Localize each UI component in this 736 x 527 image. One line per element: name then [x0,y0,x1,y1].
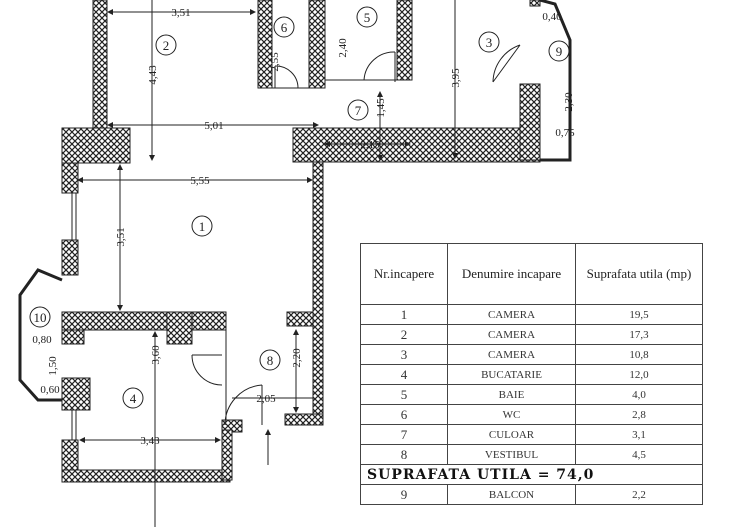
dim-label: 2,55 [269,52,281,72]
dim-label: 3,51 [115,227,127,246]
cell-nr: 8 [360,444,448,465]
cell-nr: 7 [360,424,448,445]
cell-nr: 1 [360,304,448,325]
room-number-1: 1 [199,219,206,234]
cell-area: 10,8 [575,344,703,365]
cell-area: 17,3 [575,324,703,345]
header-area: Suprafata utila (mp) [575,243,703,305]
dim-label: 0,60 [40,384,60,396]
thin-lines [18,0,572,440]
dim-label: 5,55 [190,175,210,187]
dim-label: 2,20 [291,348,303,368]
cell-nr: 6 [360,404,448,425]
cell-name: VESTIBUL [447,444,576,465]
room-number-7: 7 [355,103,362,118]
cell-area: 4,0 [575,384,703,405]
dim-label: 0,80 [32,334,52,346]
header-room-number: Nr.incapere [360,243,448,305]
dim-label: 0,40 [542,11,562,23]
room-labels [29,6,570,409]
cell-area: 2,2 [575,484,703,505]
dim-label: 3,51 [171,7,190,19]
cell-name: BALCON [447,484,576,505]
room-number-5: 5 [364,10,371,25]
cell-area: 12,0 [575,364,703,385]
dim-label: 1,50 [47,356,59,376]
room-number-6: 6 [281,20,288,35]
room-number-10: 10 [34,310,47,325]
dim-label: 2,30 [563,92,575,112]
dim-label: 2,05 [256,393,276,405]
cell-name: CAMERA [447,324,576,345]
room-number-2: 2 [163,38,170,53]
cell-area: 3,1 [575,424,703,445]
dim-label: 3,60 [150,345,162,365]
cell-name: WC [447,404,576,425]
cell-nr: 5 [360,384,448,405]
dim-label: 4,43 [147,65,159,85]
room-number-8: 8 [267,353,274,368]
dim-label: 3,43 [140,435,160,447]
cell-name: BUCATARIE [447,364,576,385]
dimension-lines [77,0,458,527]
walls [61,0,541,483]
dim-label: 2,40 [337,38,349,58]
cell-area: 19,5 [575,304,703,325]
dim-label: 5,01 [204,120,223,132]
room-number-9: 9 [556,44,563,59]
cell-name: CULOAR [447,424,576,445]
total-row: SUPRAFATA UTILA = 74,0 [360,464,703,485]
cell-area: 2,8 [575,404,703,425]
cell-nr: 2 [360,324,448,345]
cell-area: 4,5 [575,444,703,465]
cell-nr: 4 [360,364,448,385]
cell-nr: 3 [360,344,448,365]
dim-label: 1,45 [375,98,387,118]
header-room-name: Denumire incapare [447,243,576,305]
room-number-3: 3 [486,35,493,50]
dim-label: 0,75 [555,127,575,139]
cell-name: CAMERA [447,304,576,325]
cell-name: CAMERA [447,344,576,365]
cell-name: BAIE [447,384,576,405]
total-area: SUPRAFATA UTILA = 74,0 [360,464,703,485]
table-header-row: Nr.incapere Denumire incapare Suprafata … [360,243,703,305]
cell-nr: 9 [360,484,448,505]
dim-label: 3,95 [450,68,462,88]
room-number-4: 4 [130,391,137,406]
dim-label: 2,15 [360,139,380,151]
room-area-table: Nr.incapere Denumire incapare Suprafata … [360,243,703,505]
